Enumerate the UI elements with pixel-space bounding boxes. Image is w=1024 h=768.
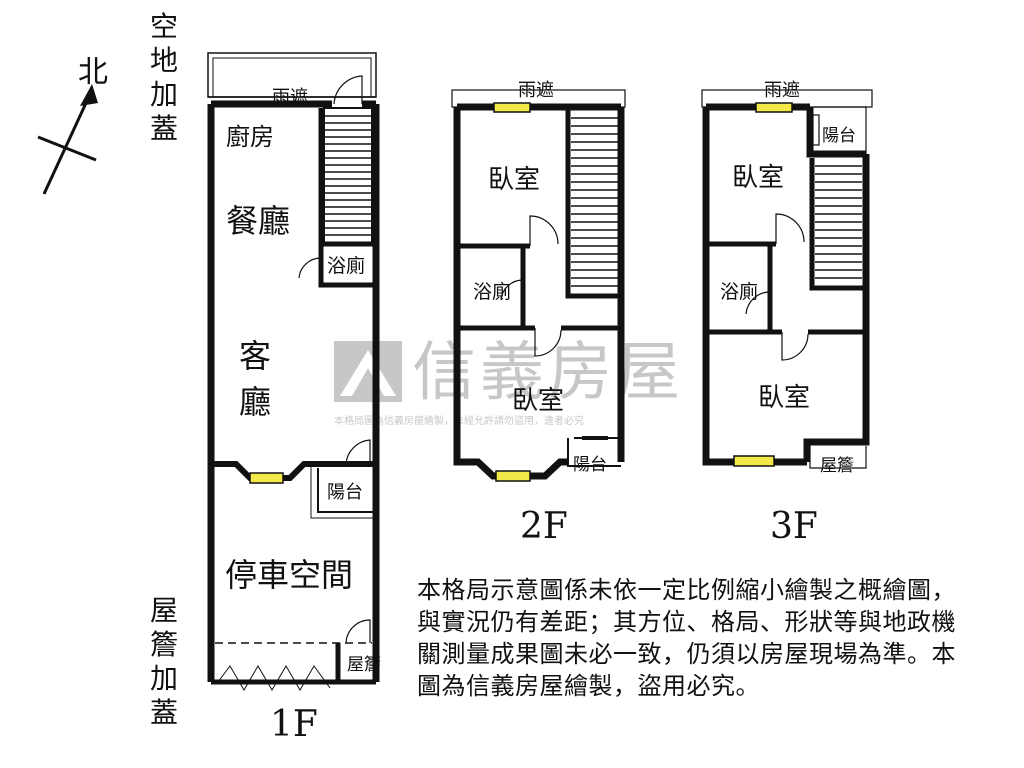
door-swing-icon [345, 439, 371, 465]
label-balcony-1f: 陽台 [327, 482, 363, 503]
note-char: 加 [150, 78, 178, 111]
label-bedroom-3f-top: 臥室 [732, 163, 784, 193]
north-arrow-icon [80, 84, 98, 106]
label-bathroom-1f: 浴廁 [327, 254, 365, 277]
window-icon [249, 472, 284, 484]
note-char: 蓋 [150, 112, 178, 145]
window-icon [755, 102, 793, 113]
label-living-1: 客 [239, 337, 271, 375]
watermark: 信義房屋 本格局圖為信義房屋繪製，未經允許請勿盜用，違者必究 [334, 336, 680, 427]
label-parking: 停車空間 [225, 556, 353, 594]
label-bedroom-3f-bottom: 臥室 [758, 383, 810, 413]
north-label: 北 [78, 55, 108, 90]
note-open-space-roof: 空 地 加 蓋 [150, 10, 178, 145]
floor-2-plan: 雨遮 臥室 浴廁 臥室 陽台 2F [451, 80, 626, 547]
label-bathroom-3f: 浴廁 [720, 280, 758, 303]
label-canopy-2f: 雨遮 [518, 80, 554, 101]
label-kitchen: 廚房 [226, 123, 274, 151]
disclaimer-text: 本格局示意圖係未依一定比例縮小繪製之概繪圖，與實況仍有差距；其方位、格局、形狀等… [417, 576, 956, 700]
door-swing-icon [333, 75, 363, 105]
door-swing-icon [775, 213, 805, 244]
title-3f: 3F [770, 506, 818, 547]
label-living-2: 廳 [239, 383, 271, 421]
door-swing-icon [745, 291, 771, 315]
label-eave-3f: 屋簷 [820, 456, 854, 476]
note-char: 空 [150, 10, 178, 43]
stair-2f-icon [571, 117, 618, 287]
title-2f: 2F [520, 506, 568, 547]
folding-door-icon [217, 665, 331, 691]
window-icon [493, 102, 531, 113]
door-swing-icon [534, 328, 562, 357]
compass: 北 [37, 55, 108, 195]
stair-3f-icon [815, 165, 862, 279]
title-1f: 1F [270, 704, 318, 745]
door-swing-icon [298, 257, 322, 279]
stair-1f-icon [324, 115, 372, 236]
label-canopy-3f: 雨遮 [764, 80, 800, 101]
note-char: 簷 [150, 628, 178, 661]
label-canopy-1f: 雨遮 [272, 87, 308, 108]
label-bedroom-2f-bottom: 臥室 [512, 386, 564, 416]
label-balcony-3f: 陽台 [822, 126, 856, 146]
note-char: 地 [150, 44, 178, 77]
window-icon [733, 455, 775, 467]
note-eave-roof: 屋 簷 加 蓋 [150, 594, 178, 729]
door-swing-icon [345, 619, 371, 644]
label-eave-1f: 屋簷 [347, 655, 381, 675]
label-dining: 餐廳 [226, 202, 290, 240]
floor-3-plan: 雨遮 陽台 臥室 浴廁 臥室 屋簷 3F [701, 80, 873, 547]
label-bathroom-2f: 浴廁 [473, 280, 511, 303]
window-icon [495, 470, 531, 482]
door-swing-icon [781, 332, 809, 361]
door-swing-icon [500, 279, 524, 301]
floor-1-plan: 雨遮 廚房 餐廳 浴廁 客 廳 陽台 停車空間 屋簷 1F [207, 52, 381, 745]
note-char: 加 [150, 662, 178, 695]
label-bedroom-2f-top: 臥室 [488, 165, 540, 195]
note-char: 蓋 [150, 696, 178, 729]
watermark-logo-icon [334, 341, 402, 402]
door-swing-icon [529, 215, 559, 246]
label-balcony-2f: 陽台 [573, 455, 607, 475]
note-char: 屋 [150, 594, 178, 627]
